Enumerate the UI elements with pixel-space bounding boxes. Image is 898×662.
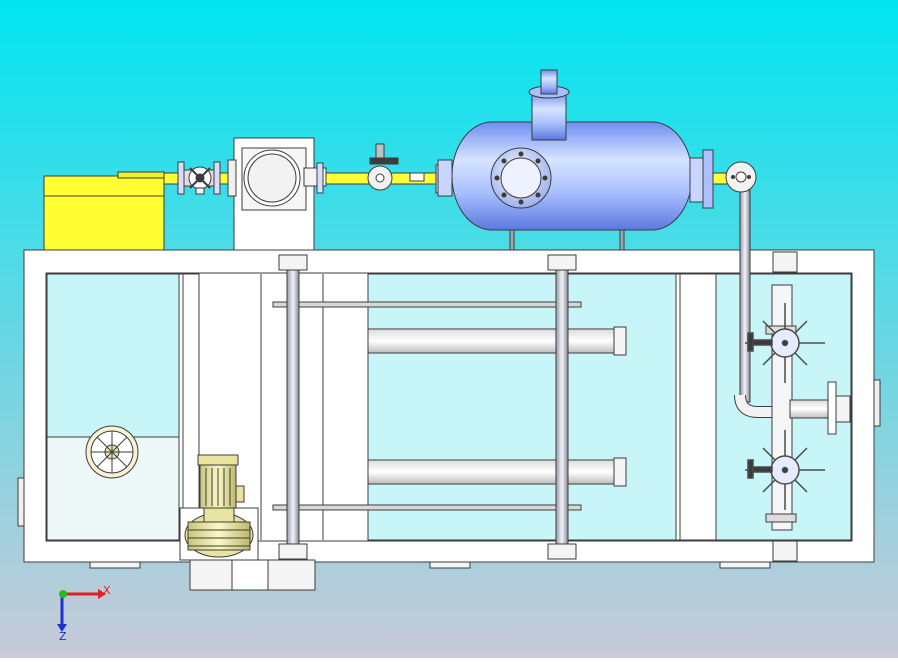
z-axis-label: Z: [59, 630, 67, 643]
support-beams: [272, 301, 582, 511]
outlet-elbow-icon: [725, 161, 757, 193]
inspection-chamber-icon[interactable]: [227, 137, 327, 251]
gate-valve-icon[interactable]: [177, 161, 221, 195]
middle-compartment: [367, 273, 677, 541]
left-compartment: [46, 273, 180, 438]
spoke-nozzle-upper: [745, 303, 825, 383]
x-axis-label: X: [103, 584, 111, 597]
diffuser-pipes: [367, 326, 627, 487]
pressure-vessel-icon[interactable]: [437, 69, 714, 251]
axis-triad: X Z: [57, 584, 111, 643]
yellow-dosing-box[interactable]: [43, 171, 165, 251]
handwheel-icon[interactable]: [85, 425, 139, 479]
guide-rods: [278, 251, 798, 562]
tank-feet: [89, 561, 771, 569]
spoke-nozzle-lower: [745, 430, 825, 510]
y-axis-dot: [59, 590, 67, 598]
z-arrow-head: [57, 624, 67, 632]
pump-motor-icon[interactable]: [179, 454, 316, 591]
x-arrow-head: [98, 589, 106, 599]
aeration-tank[interactable]: [17, 249, 881, 563]
